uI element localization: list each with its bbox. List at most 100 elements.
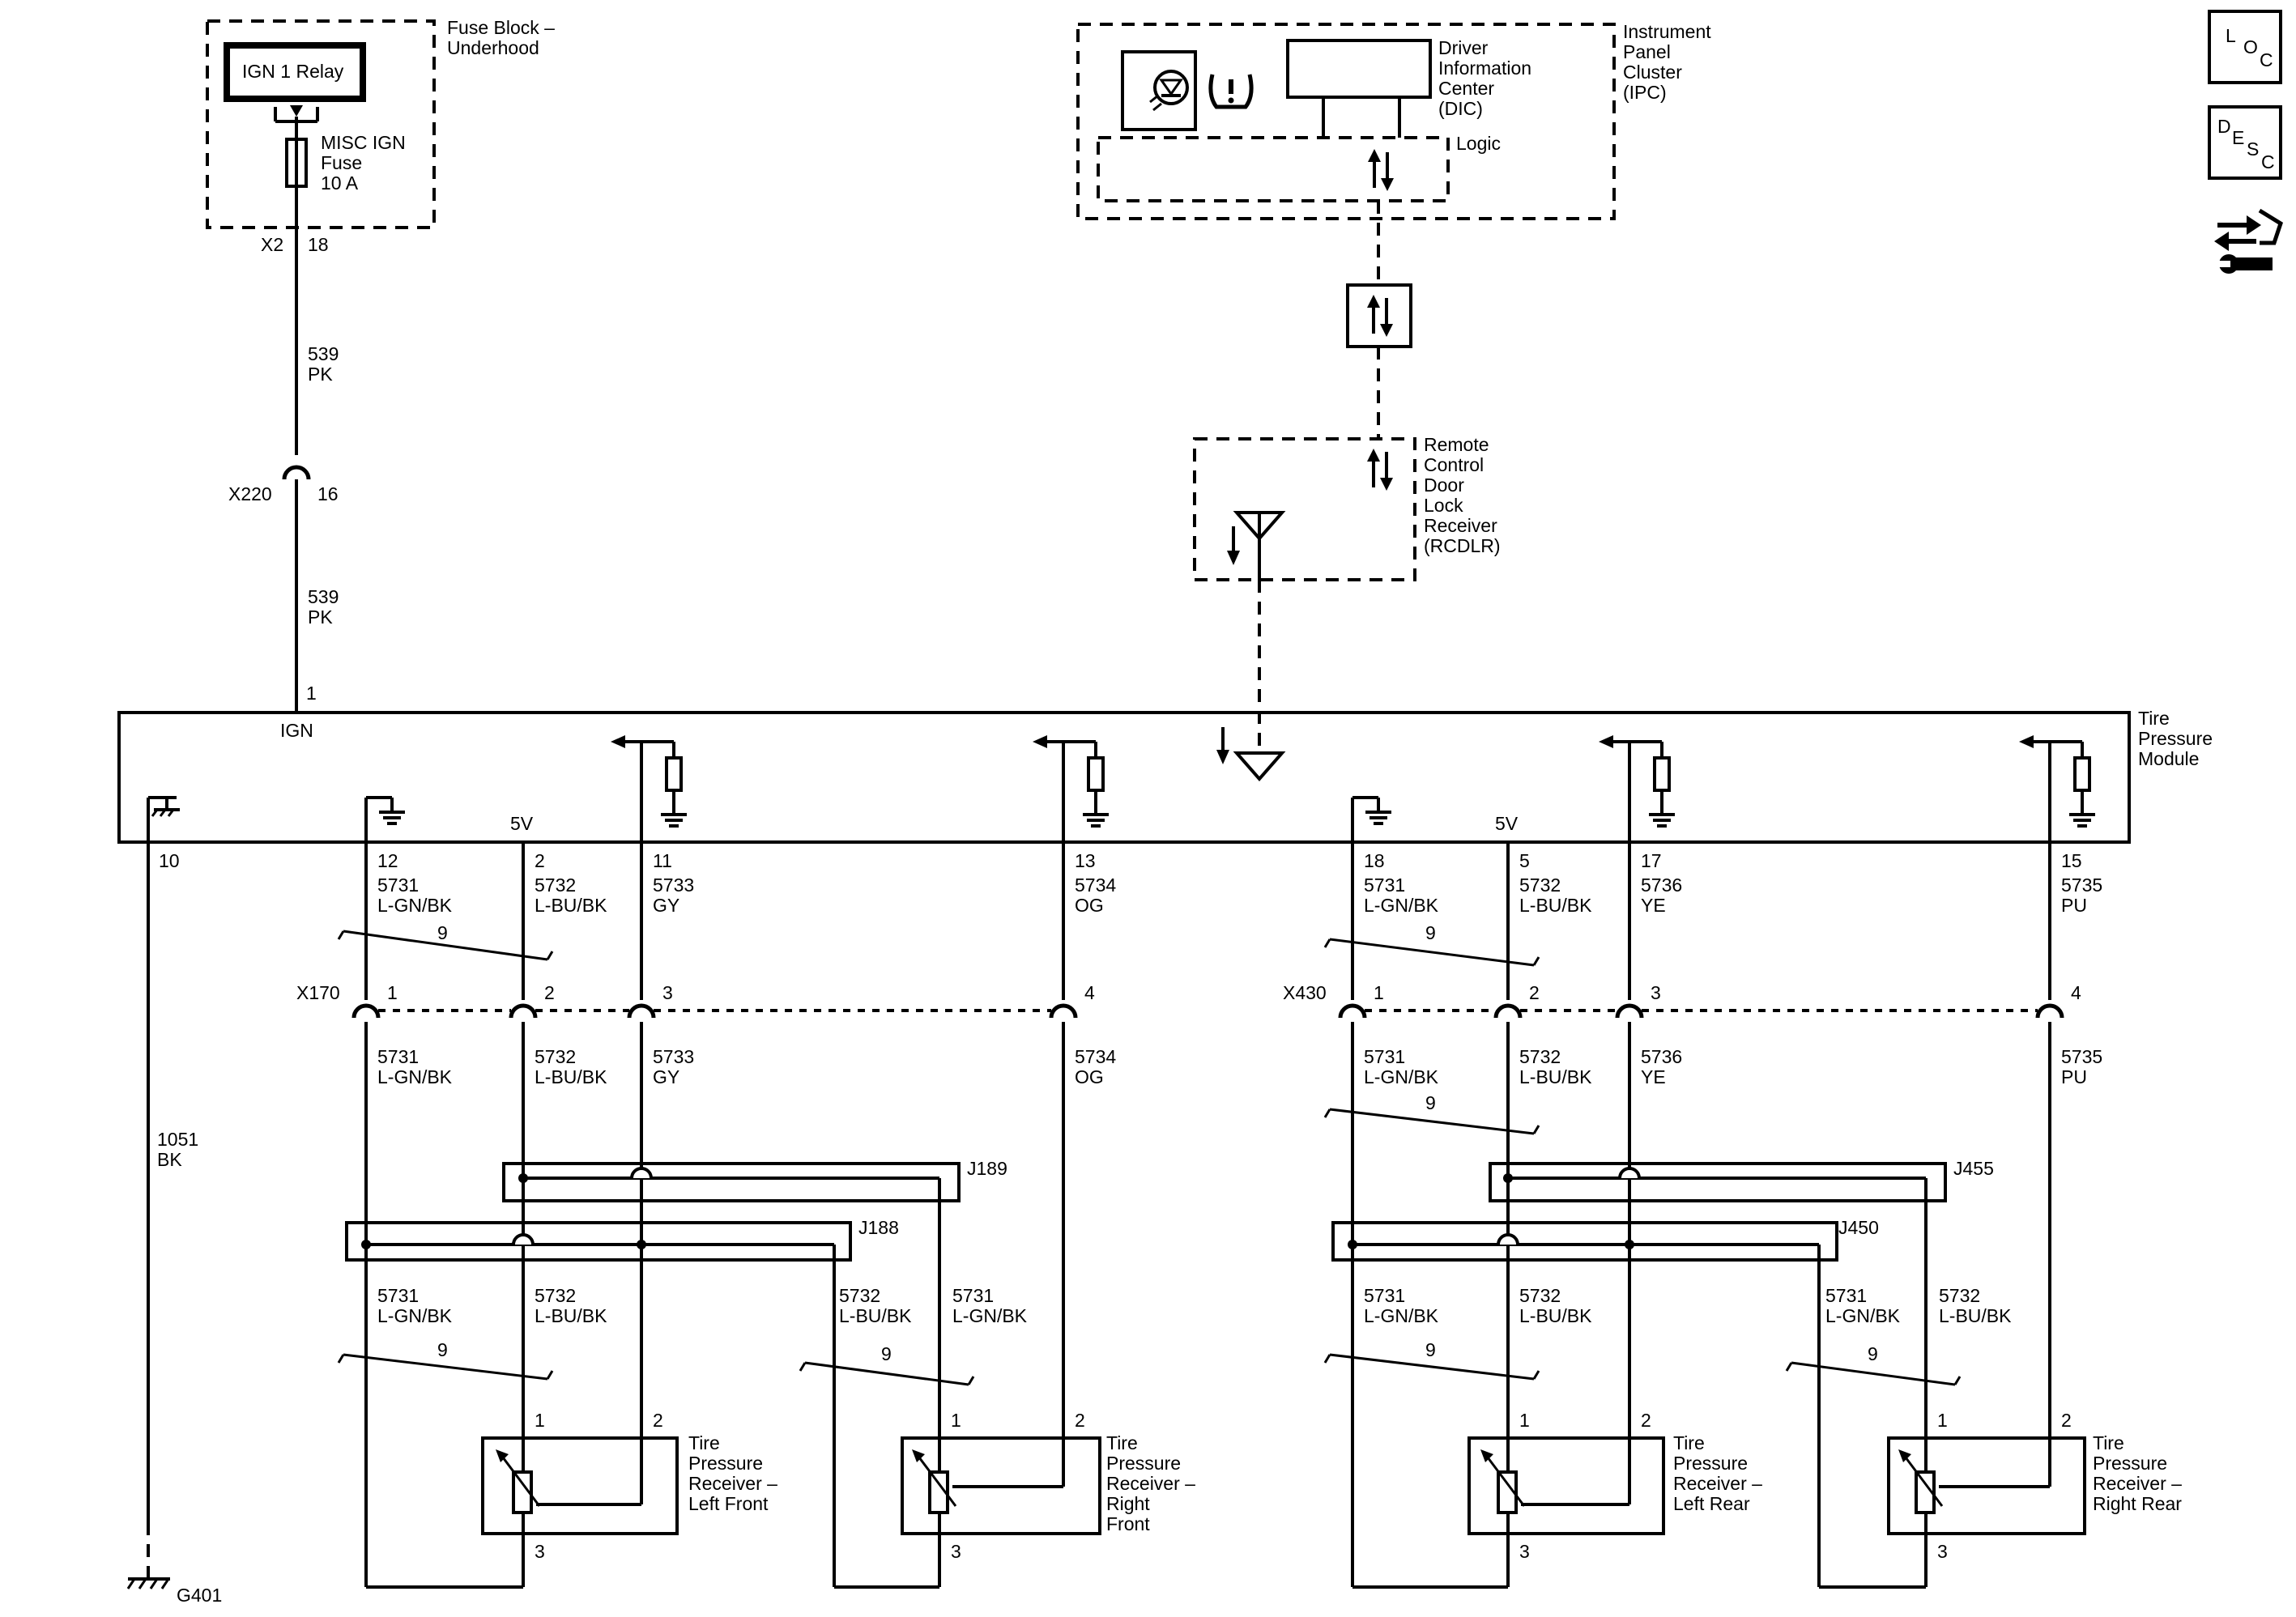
rx-rr-pin2: 2 [2061,1410,2072,1431]
pin-13: 13 [1075,850,1096,871]
rx-lr-pin1: 1 [1519,1410,1530,1431]
module-pullup-17 [1599,735,1675,842]
lbl-lgnbk-e: L-GN/BK [1364,895,1439,916]
rx-rf-title-1: Tire [1106,1432,1138,1453]
lbl-lgnbk-g: L-GN/BK [1364,1305,1439,1326]
feed-upper-color: PK [308,364,333,385]
twist-lower-right-2: 9 [1868,1343,1878,1364]
ipc-title-2: Panel [1623,41,1671,62]
module-ign-label: IGN [280,720,313,741]
lbl-5733-b: 5733 [653,1046,694,1067]
lbl-lgnbk-h: L-GN/BK [1825,1305,1901,1326]
lbl-lbubk-c: L-BU/BK [535,1305,607,1326]
loc-o: O [2243,36,2258,57]
rx-lf-title-2: Pressure [688,1453,763,1474]
module-5v-left: 5V [510,813,534,834]
lbl-5731-e: 5731 [1364,874,1405,896]
fuse-line-1: MISC IGN [321,132,406,153]
lbl-5736-a: 5736 [1641,874,1682,896]
x170-pin-3: 3 [662,982,673,1003]
front-receivers-wiring: 9 5731 L-GN/BK 5732 L-BU/BK 5733 GY 5734… [296,842,1116,1589]
rx-lf-pin3: 3 [535,1541,545,1562]
desc-icon[interactable]: D E S C [2208,105,2282,180]
lbl-5736-b: 5736 [1641,1046,1682,1067]
rcdlr-title-6: (RCDLR) [1424,535,1501,556]
loc-l: L [2226,25,2236,46]
rx-rr-pin1: 1 [1937,1410,1948,1431]
ground-wire-g401: 1051 BK G401 [126,842,222,1606]
x220-pin: 16 [317,483,339,504]
rx-lf-pin1: 1 [535,1410,545,1431]
rcdlr-title-1: Remote [1424,434,1489,455]
rx-rf-title-5: Front [1106,1513,1150,1534]
fuse-block-title-1: Fuse Block – [447,17,555,38]
lbl-lbubk-g: L-BU/BK [1519,1305,1592,1326]
remote-control-door-lock-receiver: Remote Control Door Lock Receiver (RCDLR… [1193,434,1501,751]
x170-pin-2: 2 [544,982,555,1003]
x430-pin-1: 1 [1374,982,1384,1003]
connector-view-icon[interactable] [2214,208,2283,274]
rx-lf-pin2: 2 [653,1410,663,1431]
lbl-5732-b: 5732 [535,1046,576,1067]
lbl-pu-a: PU [2061,895,2087,916]
lbl-lgnbk-f: L-GN/BK [1364,1066,1439,1087]
splice-j450: J450 [1331,1217,1879,1262]
pin-11: 11 [653,850,672,871]
connector-x170: X170 1 2 3 4 [296,982,1095,1018]
loc-icon[interactable]: L O C [2208,10,2282,84]
rx-rf-title-2: Pressure [1106,1453,1181,1474]
feed-lower-color: PK [308,606,333,628]
lbl-5731-a: 5731 [377,874,419,896]
lbl-5732-e: 5732 [1519,874,1561,896]
lbl-5731-b: 5731 [377,1046,419,1067]
splice-j455: J455 [1489,1158,1994,1202]
lbl-5731-h: 5731 [1825,1285,1867,1306]
loc-c: C [2260,49,2273,70]
dic-title-1: Driver [1438,37,1489,58]
logic-box [1097,136,1450,202]
desc-c: C [2261,151,2275,172]
x430-pin-3: 3 [1651,982,1661,1003]
ground-color: BK [157,1149,182,1170]
desc-s: S [2247,138,2259,160]
twist-lower-right-1: 9 [1425,1339,1436,1360]
lbl-5735-a: 5735 [2061,874,2102,896]
pin-17: 17 [1641,850,1662,871]
lbl-ye-b: YE [1641,1066,1666,1087]
desc-d: D [2217,116,2231,137]
fuse-conn-label: X2 [261,234,283,255]
lbl-5731-g: 5731 [1364,1285,1405,1306]
ipc-title-4: (IPC) [1623,82,1667,103]
tpms-indicator-box [1121,50,1197,131]
receiver-left-rear: 1 2 3 Tire Pressure Receiver – Left Rear [1352,1410,1762,1589]
module-5v-right: 5V [1495,813,1519,834]
instrument-panel-cluster: Driver Information Center (DIC) Logic In… [1076,21,1711,220]
j450-label: J450 [1838,1217,1879,1238]
rx-rr-title-1: Tire [2093,1432,2124,1453]
rx-rf-pin3: 3 [951,1541,961,1562]
pin-10: 10 [159,850,180,871]
lbl-lgnbk-a: L-GN/BK [377,895,453,916]
lbl-5735-b: 5735 [2061,1046,2102,1067]
pin-2: 2 [535,850,545,871]
ground-name: G401 [177,1585,222,1606]
twist-lower-left-2: 9 [881,1343,892,1364]
lbl-ye-a: YE [1641,895,1666,916]
lbl-lbubk-d: L-BU/BK [839,1305,912,1326]
relay-label: IGN 1 Relay [242,61,344,82]
ipc-title-3: Cluster [1623,62,1682,83]
fuse-conn-pin: 18 [308,234,329,255]
x430-label: X430 [1283,982,1327,1003]
lbl-lbubk-h: L-BU/BK [1939,1305,2012,1326]
splice-j188: J188 [345,1217,899,1262]
rx-rr-title-3: Receiver – [2093,1473,2182,1494]
dic-display-box [1286,39,1432,99]
rear-receivers-wiring: 9 5731 L-GN/BK 5732 L-BU/BK 5736 YE 5735… [1283,842,2102,1589]
pin-12: 12 [377,850,398,871]
j189-label: J189 [967,1158,1007,1179]
rcdlr-title-2: Control [1424,454,1484,475]
receiver-left-front: 1 2 3 Tire Pressure Receiver – Left Fron… [366,1410,777,1589]
ground-circuit: 1051 [157,1129,198,1150]
dic-title-2: Information [1438,57,1531,79]
